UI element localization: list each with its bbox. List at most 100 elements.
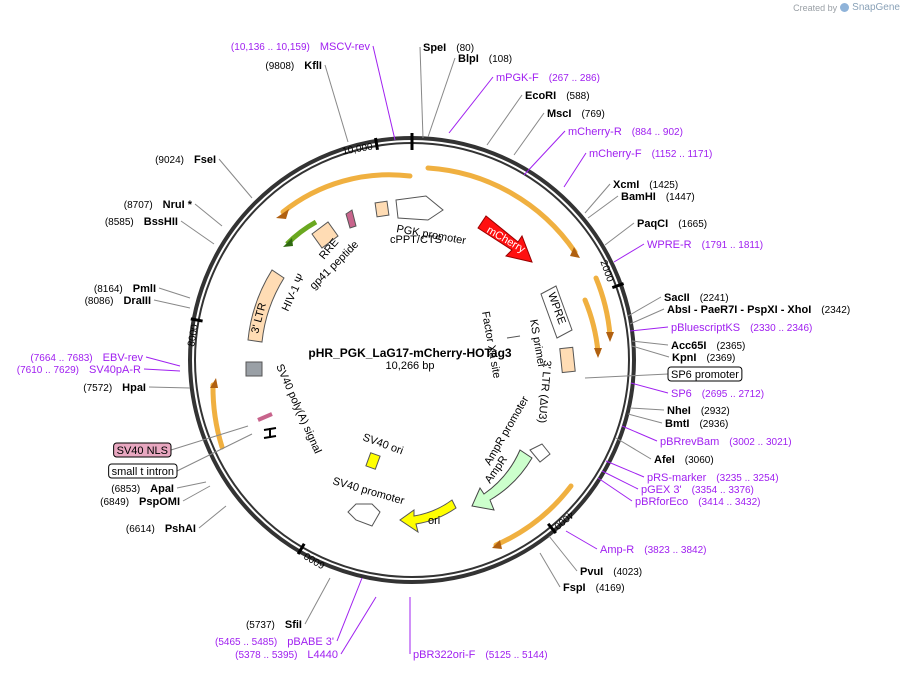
site-range: (8086) (85, 296, 114, 307)
site-name: pBRrevBam (660, 436, 719, 448)
site-range: (7572) (83, 383, 112, 394)
feature-label-cppt-cts: cPPT/CTS (390, 234, 442, 246)
site-name: PshAI (165, 523, 196, 535)
site-range: (769) (581, 109, 604, 120)
site-name: BmtI (665, 418, 689, 430)
site-kpni: KpnI(2369) (631, 345, 735, 364)
site-name: NruI * (163, 199, 193, 211)
feature-label-sv40-polya: SV40 poly(A) signal (273, 362, 323, 455)
pgk-promoter-arrow (395, 195, 444, 221)
snapgene-logo-icon (840, 3, 850, 12)
site-small-t-intron: small t intron (108, 433, 253, 479)
leader-line (176, 433, 253, 472)
site-range: (1425) (649, 180, 678, 191)
feature-arc-top-left (280, 172, 413, 215)
site-name: pBRforEco (635, 496, 688, 508)
leader-line (615, 437, 652, 460)
site-range: (7664 .. 7683) (30, 353, 92, 364)
site-sp6-promoter: SP6 promoter (584, 366, 743, 382)
tick-mark (190, 317, 203, 323)
site-name: BssHII (144, 216, 178, 228)
site-pbabe-3: pBABE 3'(5465 .. 5485) (215, 577, 363, 648)
site-pbr322ori-f: pBR322ori-F(5125 .. 5144) (409, 597, 548, 661)
site-name: SacII (664, 292, 690, 304)
site-range: (3354 .. 3376) (692, 485, 754, 496)
site-range: (1447) (666, 192, 695, 203)
site-range: (2342) (821, 305, 850, 316)
leader-line (176, 481, 207, 489)
sv40-polya-box (245, 361, 263, 377)
leader-line (182, 485, 211, 502)
site-pbrrevbam: pBRrevBam(3002 .. 3021) (621, 425, 792, 448)
site-wpre-r: WPRE-R(1791 .. 1811) (613, 239, 763, 263)
arrowhead-top-left (276, 209, 289, 219)
ltr-delta-box (559, 346, 576, 374)
site-bmti: BmtI (2936) (627, 413, 728, 430)
leader-line (523, 130, 566, 176)
site-name: BlpI (458, 53, 479, 65)
site-pbrforeco: pBRforEco (3414 .. 3432) (597, 477, 760, 508)
site-range: (3414 .. 3432) (698, 497, 760, 508)
site-prs-marker: pRS-marker(3235 .. 3254) (605, 460, 779, 484)
sv40-ori-box (365, 452, 381, 470)
leader-line (587, 195, 619, 219)
sv40-promoter-arrow (347, 503, 381, 527)
site-ecori: EcoRI(588) (486, 90, 590, 146)
site-pshai: PshAI(6614) (126, 505, 227, 535)
site-hpai: HpaI(7572) (83, 382, 191, 394)
leader-line (584, 183, 611, 214)
feature-arc-bottom-right (493, 483, 574, 548)
feature-arc-left (210, 382, 225, 450)
site-range: (2369) (706, 353, 735, 364)
cppt-cts-box (374, 200, 390, 218)
tick-mark (611, 282, 625, 290)
leader-line (631, 340, 669, 346)
site-name: L4440 (307, 649, 338, 661)
credit-brand: SnapGene (852, 2, 900, 13)
tick-mark (296, 542, 306, 555)
site-name: MscI (547, 108, 571, 120)
leader-line (597, 477, 633, 502)
site-name: Amp-R (600, 544, 634, 556)
leader-line (629, 326, 669, 332)
site-range: (5125 .. 5144) (485, 650, 547, 661)
site-box (113, 442, 172, 458)
site-name: PspOMI (139, 496, 180, 508)
leader-line (584, 373, 669, 379)
feature-arc-ltr (582, 297, 601, 355)
leader-line (419, 46, 424, 139)
rre-box (311, 221, 339, 249)
site-name: mPGK-F (496, 72, 539, 84)
leader-line (143, 368, 181, 372)
feature-label-sv40-ori: SV40 ori (361, 432, 405, 458)
site-range: (884 .. 902) (632, 127, 683, 138)
leader-line (340, 596, 377, 655)
site-name: PmlI (133, 283, 156, 295)
site-name: EBV-rev (103, 352, 144, 364)
ampr-arrow (471, 449, 533, 511)
site-spei: SpeI(80) (419, 42, 474, 139)
site-range: (2932) (701, 406, 730, 417)
plasmid-size: 10,266 bp (386, 360, 435, 372)
leader-line (629, 407, 665, 411)
leader-line (601, 470, 639, 490)
site-range: (3823 .. 3842) (644, 545, 706, 556)
tick-label: 10,000 (342, 142, 374, 158)
polya-mark-2 (263, 427, 277, 439)
arrowhead-green (283, 238, 293, 247)
site-box (108, 463, 178, 479)
site-name: pBluescriptKS (671, 322, 740, 334)
leader-line (145, 356, 181, 367)
site-box (667, 366, 743, 382)
site-range: (2936) (699, 419, 728, 430)
site-paqci: PaqCI(1665) (604, 218, 707, 246)
plasmid-name: pHR_PGK_LaG17-mCherry-HOTag3 (308, 346, 511, 360)
leader-line (627, 296, 662, 317)
site-name: WPRE-R (647, 239, 692, 251)
site-name: small t intron (112, 466, 174, 478)
site-absi-paer7i-pspxi-xhoi: AbsI - PaeR7I - PspXI - XhoI(2342) (629, 304, 850, 325)
site-amp-r: Amp-R (3823 .. 3842) (565, 530, 707, 556)
site-range: (8707) (124, 200, 153, 211)
site-name: pRS-marker (647, 472, 707, 484)
ori-arrow (399, 499, 457, 534)
